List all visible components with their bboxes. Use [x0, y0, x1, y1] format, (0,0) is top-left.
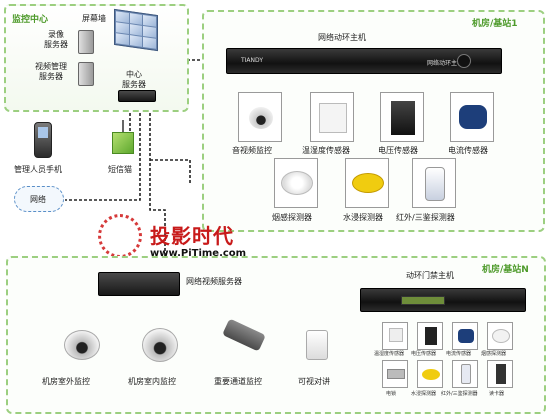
small-infrared-detector-icon	[452, 360, 478, 388]
small-smoke-detector-icon	[487, 322, 513, 350]
central-server-icon	[118, 90, 156, 102]
small-water-detector-icon	[417, 360, 443, 388]
monitor-center-title: 监控中心	[12, 15, 49, 25]
video-mgmt-server-icon	[78, 62, 94, 86]
recording-server-icon	[78, 30, 94, 54]
sensor-label-temp: 温湿度传感器	[302, 146, 350, 155]
small-sensor-label-voltage: 电压传感器	[411, 351, 437, 357]
phone-icon	[34, 122, 52, 158]
camera-label-intercom: 可视对讲	[298, 377, 330, 386]
door-host-label: 动环门禁主机	[406, 271, 454, 280]
sensor-label-smoke: 烟感探测器	[272, 213, 312, 222]
small-sensor-label-smoke: 烟感探测器	[481, 351, 507, 357]
voltage-sensor-icon	[380, 92, 424, 142]
recording-server-label: 录像 服务器	[44, 30, 68, 49]
door-host-icon	[360, 288, 526, 312]
small-current-sensor-icon	[452, 322, 478, 350]
smoke-detector-icon	[274, 158, 318, 208]
sms-cat-icon	[112, 132, 134, 154]
sensor-label-current: 电流传感器	[448, 146, 488, 155]
roomN-title: 机房/基站N	[482, 265, 529, 275]
water-detector-icon	[345, 158, 389, 208]
room1-host-label: 网络动环主机	[318, 33, 366, 42]
screen-wall-icon	[114, 8, 158, 52]
sensor-label-voltage: 电压传感器	[378, 146, 418, 155]
small-sensor-label-reader: 读卡器	[489, 391, 505, 397]
dome-camera-icon	[238, 92, 282, 142]
sms-cat-label: 短信猫	[108, 165, 132, 174]
indoor-dome-camera-icon	[142, 328, 178, 362]
room1-host-brand: TIANDY	[241, 57, 263, 64]
thermo-hygro-sensor-icon	[310, 92, 354, 142]
screen-wall-label: 屏幕墙	[82, 14, 106, 23]
network-label: 网络	[30, 195, 46, 204]
sensor-label-water: 水浸探测器	[343, 213, 383, 222]
infrared-detector-icon	[412, 158, 456, 208]
small-sensor-label-current: 电流传感器	[446, 351, 472, 357]
camera-label-outdoor: 机房室外监控	[42, 377, 90, 386]
intercom-icon	[306, 330, 328, 360]
sms-cat-antenna-icon	[122, 120, 124, 132]
monitor-center-panel	[4, 4, 189, 112]
video-server-icon	[98, 272, 180, 296]
room1-host-face-text: 网络动环主机	[427, 60, 464, 67]
small-thermo-sensor-icon	[382, 322, 408, 350]
outdoor-dome-camera-icon	[64, 330, 100, 360]
electric-lock-icon	[382, 360, 408, 388]
camera-label-indoor: 机房室内监控	[128, 377, 176, 386]
sensor-label-av: 音视频监控	[232, 146, 272, 155]
small-sensor-label-water: 水浸探测器	[411, 391, 437, 397]
room1-title: 机房/基站1	[472, 19, 518, 29]
current-sensor-icon	[450, 92, 494, 142]
central-server-label: 中心 服务器	[122, 70, 146, 89]
room1-host-icon: TIANDY 网络动环主机	[226, 48, 502, 74]
watermark-text: 投影时代	[150, 224, 234, 248]
phone-label: 管理人员手机	[14, 165, 62, 174]
small-sensor-label-temp: 温湿度传感器	[374, 351, 405, 357]
small-voltage-sensor-icon	[417, 322, 443, 350]
network-cloud-icon	[14, 186, 64, 212]
sensor-label-infrared: 红外/三鉴探测器	[396, 213, 455, 222]
video-server-label: 网络视频服务器	[186, 277, 242, 286]
room1-host-knob-icon	[457, 54, 471, 68]
video-mgmt-server-label: 视频管理 服务器	[35, 62, 67, 81]
watermark-logo-icon	[98, 214, 142, 258]
card-reader-icon	[487, 360, 513, 388]
small-sensor-label-infrared: 红外/三鉴探测器	[441, 391, 478, 397]
camera-label-corridor: 重要通道监控	[214, 377, 262, 386]
watermark-url: www.PjTime.com	[150, 248, 247, 259]
small-sensor-label-lock: 电锁	[386, 391, 397, 397]
